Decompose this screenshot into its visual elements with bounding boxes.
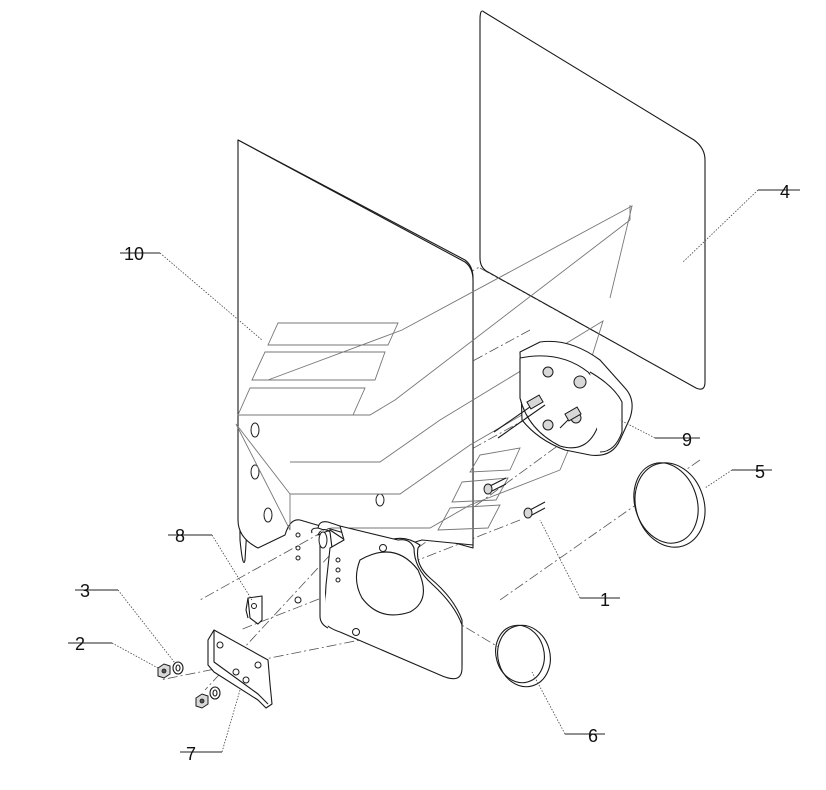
part-8-clip [245,595,263,625]
callout-6: 6 [588,726,598,746]
callout-3: 3 [80,581,90,601]
part-9-mirror-housing [493,340,633,456]
part-2-nuts [157,663,209,709]
screw-upper [483,477,507,495]
alignment-chevron-guides [235,205,633,531]
part-5-round-mirror-large [633,462,706,548]
screw-lower [523,501,546,519]
callout-10: 10 [124,244,144,264]
part-1-screws [483,477,546,519]
callout-5: 5 [755,462,765,482]
callout-1: 1 [600,590,610,610]
part-4-rear-glass-panel [479,10,706,390]
callout-labels: 10 4 9 5 1 6 8 3 2 7 [75,182,790,764]
callout-8: 8 [175,526,185,546]
callout-4: 4 [780,182,790,202]
part-3-washers [172,661,221,700]
callout-7: 7 [186,744,196,764]
part-10-front-glass-panel [237,139,474,564]
callout-2: 2 [75,634,85,654]
leader-lines [68,189,800,753]
part-7-angle-bracket [207,629,273,709]
part-6-round-mirror-small [495,624,551,688]
callout-9: 9 [682,430,692,450]
mounting-bracket-plate [294,521,463,680]
